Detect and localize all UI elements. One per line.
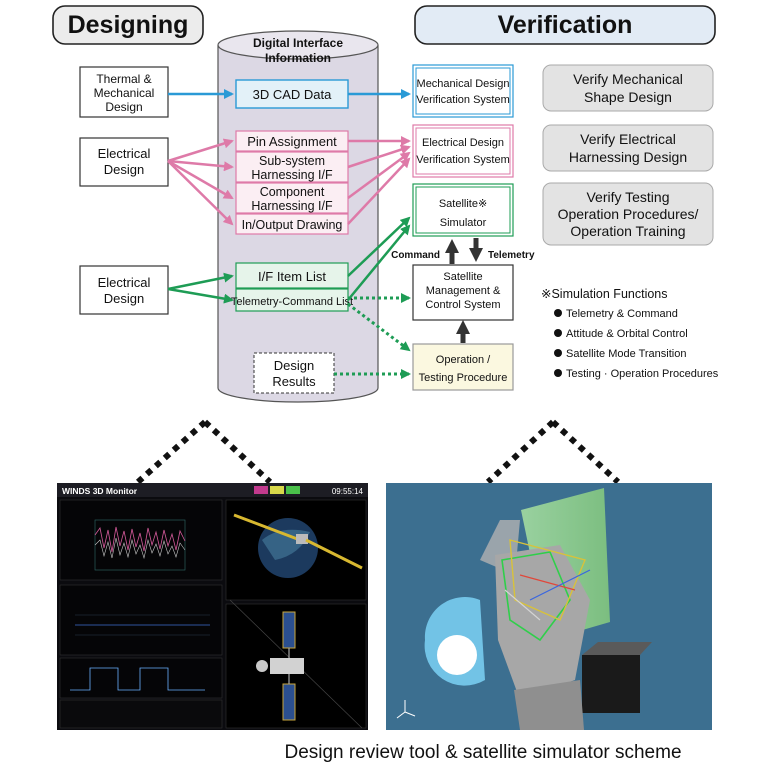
- sim-function-item: Satellite Mode Transition: [566, 348, 686, 360]
- simulator-line2: Simulator: [440, 217, 487, 229]
- verify-test-line3: Operation Training: [570, 223, 685, 239]
- status-indicator: [270, 486, 284, 494]
- if-item-list-box: I/F Item List: [235, 262, 349, 289]
- green-dotted-arrows: [334, 293, 411, 379]
- verify-electrical-box: Verify Electrical Harnessing Design: [542, 124, 714, 172]
- satellite-simulator-box: Satellite※ Simulator: [412, 183, 514, 237]
- monitor-screenshot: WINDS 3D Monitor 09:55:14: [57, 483, 368, 730]
- subsystem-line1: Sub-system: [259, 154, 325, 168]
- op-line1: Operation /: [436, 354, 491, 366]
- command-label: Command: [391, 250, 440, 261]
- cylinder-title-line2: Information: [265, 51, 331, 65]
- inout-label: In/Output Drawing: [242, 218, 343, 232]
- pin-assignment-box: Pin Assignment: [235, 130, 349, 152]
- thermal-line2: Mechanical: [94, 86, 155, 100]
- management-control-system-box: Satellite Management & Control System: [412, 264, 514, 321]
- monitor-clock: 09:55:14: [332, 487, 364, 496]
- cad-data-box: 3D CAD Data: [235, 79, 349, 109]
- verify-test-line1: Verify Testing: [586, 189, 669, 205]
- verification-title: Verification: [498, 11, 633, 39]
- verification-header: Verification: [414, 5, 716, 45]
- verify-mechanical-box: Verify Mechanical Shape Design: [542, 64, 714, 112]
- electrical-design-box-2: Electrical Design: [79, 265, 169, 315]
- electrical2-line2: Design: [104, 291, 144, 306]
- inout-drawing-box: In/Output Drawing: [235, 213, 349, 235]
- designing-title: Designing: [68, 11, 189, 39]
- mech-system-line2: Verification System: [416, 94, 510, 106]
- verify-elec-line2: Harnessing Design: [569, 149, 687, 165]
- sim-function-item: Testing · Operation Procedures: [566, 368, 719, 380]
- monitor-title: WINDS 3D Monitor: [62, 486, 138, 496]
- bullet-icon: [554, 309, 562, 317]
- verify-elec-line1: Verify Electrical: [580, 131, 676, 147]
- mech-system-line1: Mechanical Design: [417, 78, 510, 90]
- telemetry-list-label: Telemetry-Command List: [231, 296, 353, 308]
- verify-testing-box: Verify Testing Operation Procedures/ Ope…: [542, 182, 714, 246]
- thermal-mechanical-design-box: Thermal & Mechanical Design: [79, 66, 169, 118]
- thermal-line3: Design: [105, 100, 142, 114]
- elec-system-line1: Electrical Design: [422, 137, 504, 149]
- results-line2: Results: [272, 374, 316, 389]
- sim-function-item: Telemetry & Command: [566, 308, 678, 320]
- ifitem-label: I/F Item List: [258, 269, 326, 284]
- electrical-verification-system-box: Electrical Design Verification System: [412, 124, 514, 178]
- figure-caption: Design review tool & satellite simulator…: [284, 742, 681, 763]
- cad-label: 3D CAD Data: [253, 87, 333, 102]
- mechanical-verification-system-box: Mechanical Design Verification System: [412, 64, 514, 118]
- pink-arrows: [167, 136, 411, 226]
- zoom-callout-lines: [135, 419, 621, 485]
- status-indicator: [286, 486, 300, 494]
- operation-testing-procedure-box: Operation / Testing Procedure: [412, 343, 514, 391]
- sim-functions-title: ※Simulation Functions: [541, 287, 668, 301]
- results-line1: Design: [274, 358, 314, 373]
- mgmt-line1: Satellite: [443, 271, 482, 283]
- verify-test-line2: Operation Procedures/: [558, 206, 699, 222]
- component-line2: Harnessing I/F: [251, 199, 333, 213]
- green-arrows: [167, 216, 411, 304]
- elec-system-line2: Verification System: [416, 154, 510, 166]
- component-harnessing-box: Component Harnessing I/F: [235, 182, 349, 214]
- command-telemetry-arrows: Command Telemetry: [391, 238, 535, 343]
- simulator-line1: Satellite※: [439, 198, 487, 210]
- satellite-cad-screenshot: [386, 483, 712, 730]
- status-indicator: [254, 486, 268, 494]
- simulation-functions-legend: ※Simulation Functions Telemetry & Comman…: [541, 287, 719, 380]
- op-line2: Testing Procedure: [419, 372, 508, 384]
- verify-mech-line1: Verify Mechanical: [573, 71, 683, 87]
- mgmt-line2: Management &: [426, 285, 501, 297]
- sim-function-item: Attitude & Orbital Control: [566, 328, 688, 340]
- bullet-icon: [554, 349, 562, 357]
- component-line1: Component: [260, 185, 325, 199]
- thermal-line1: Thermal &: [96, 72, 151, 86]
- pin-label: Pin Assignment: [247, 134, 337, 149]
- subsystem-harnessing-box: Sub-system Harnessing I/F: [235, 151, 349, 183]
- verify-mech-line2: Shape Design: [584, 89, 672, 105]
- electrical1-line2: Design: [104, 162, 144, 177]
- subsystem-line2: Harnessing I/F: [251, 168, 333, 182]
- bullet-icon: [554, 329, 562, 337]
- telemetry-command-list-box: Telemetry-Command List: [231, 288, 353, 312]
- designing-header: Designing: [52, 5, 204, 45]
- cylinder-title-line1: Digital Interface: [253, 36, 343, 50]
- electrical2-line1: Electrical: [98, 275, 151, 290]
- mgmt-line3: Control System: [425, 299, 500, 311]
- electrical1-line1: Electrical: [98, 146, 151, 161]
- design-results-box: Design Results: [253, 352, 335, 394]
- electrical-design-box-1: Electrical Design: [79, 137, 169, 187]
- telemetry-label: Telemetry: [488, 250, 535, 261]
- bullet-icon: [554, 369, 562, 377]
